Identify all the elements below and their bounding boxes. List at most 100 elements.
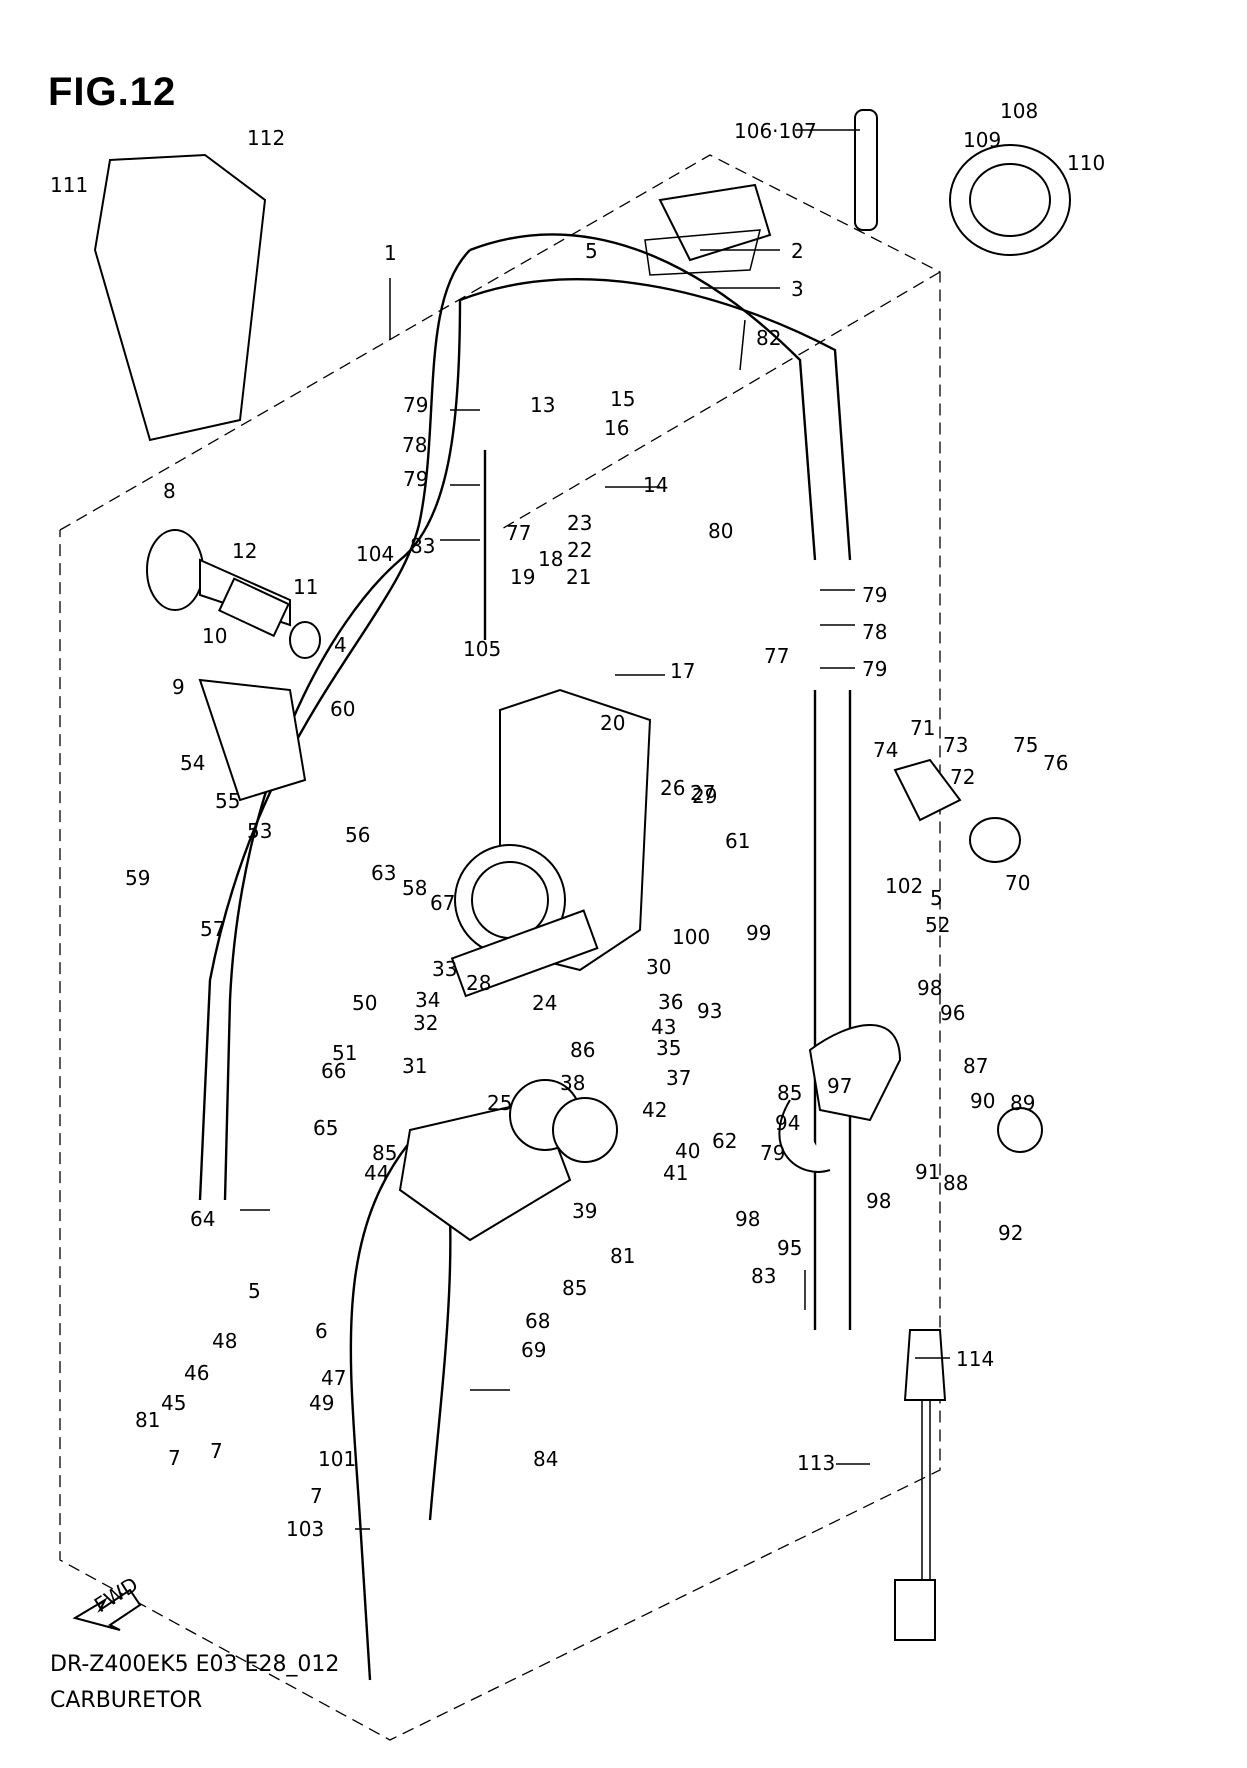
callout-49: 49 xyxy=(309,1391,334,1415)
callout-25: 25 xyxy=(487,1091,512,1115)
callout-35: 35 xyxy=(656,1036,681,1060)
callout-17: 17 xyxy=(670,659,695,683)
callout-55: 55 xyxy=(215,789,240,813)
callout-97: 97 xyxy=(827,1074,852,1098)
callout-47: 47 xyxy=(321,1366,346,1390)
callout-81a: 81 xyxy=(610,1244,635,1268)
callout-58: 58 xyxy=(402,876,427,900)
callout-12: 12 xyxy=(232,539,257,563)
callout-85c: 85 xyxy=(562,1276,587,1300)
callout-89: 89 xyxy=(1010,1091,1035,1115)
callout-34: 34 xyxy=(415,988,440,1012)
callout-79a: 79 xyxy=(403,393,428,417)
callout-59: 59 xyxy=(125,866,150,890)
callout-112: 112 xyxy=(247,126,285,150)
callout-79e: 79 xyxy=(760,1141,785,1165)
callout-105: 105 xyxy=(463,637,501,661)
callout-27: 27 xyxy=(690,781,715,805)
callout-56: 56 xyxy=(345,823,370,847)
callout-13: 13 xyxy=(530,393,555,417)
carburetor-body xyxy=(450,688,652,998)
callout-8: 8 xyxy=(163,479,176,503)
callout-7c: 7 xyxy=(310,1484,323,1508)
callout-16: 16 xyxy=(604,416,629,440)
callout-77a: 77 xyxy=(506,521,531,545)
callout-102: 102 xyxy=(885,874,923,898)
callout-79b: 79 xyxy=(403,467,428,491)
callout-61: 61 xyxy=(725,829,750,853)
callout-63: 63 xyxy=(371,861,396,885)
callout-5a: 5 xyxy=(585,239,598,263)
callout-66: 66 xyxy=(321,1059,346,1083)
callout-72: 72 xyxy=(950,765,975,789)
callout-114: 114 xyxy=(956,1347,994,1371)
callout-48: 48 xyxy=(212,1329,237,1353)
callout-19: 19 xyxy=(510,565,535,589)
part-callouts: 1 2 3 4 5 5 5 6 7 7 7 8 9 10 11 12 13 14… xyxy=(50,99,1105,1541)
callout-43: 43 xyxy=(651,1015,676,1039)
fwd-arrow-icon: FWD xyxy=(72,1572,142,1631)
callout-99: 99 xyxy=(746,921,771,945)
callout-7a: 7 xyxy=(168,1446,181,1470)
model-code: DR-Z400EK5 E03 E28_012 xyxy=(50,1652,340,1677)
callout-24: 24 xyxy=(532,991,557,1015)
callout-68: 68 xyxy=(525,1309,550,1333)
callout-81b: 81 xyxy=(135,1408,160,1432)
callout-70: 70 xyxy=(1005,871,1030,895)
callout-84: 84 xyxy=(533,1447,558,1471)
callout-54: 54 xyxy=(180,751,205,775)
callout-110: 110 xyxy=(1067,151,1105,175)
callout-75: 75 xyxy=(1013,733,1038,757)
callout-20: 20 xyxy=(600,711,625,735)
callout-91: 91 xyxy=(915,1160,940,1184)
leader-lines xyxy=(240,129,950,1530)
callout-98a: 98 xyxy=(917,976,942,1000)
callout-77b: 77 xyxy=(764,644,789,668)
callout-31: 31 xyxy=(402,1054,427,1078)
callout-46: 46 xyxy=(184,1361,209,1385)
callout-22: 22 xyxy=(567,538,592,562)
callout-57: 57 xyxy=(200,917,225,941)
hot-start-assembly xyxy=(854,109,1071,256)
callout-50: 50 xyxy=(352,991,377,1015)
callout-85b: 85 xyxy=(777,1081,802,1105)
callout-9: 9 xyxy=(172,675,185,699)
callout-67: 67 xyxy=(430,891,455,915)
callout-39: 39 xyxy=(572,1199,597,1223)
callout-62: 62 xyxy=(712,1129,737,1153)
accelerator-pump-assembly xyxy=(398,1079,618,1242)
callout-4: 4 xyxy=(334,633,347,657)
callout-45: 45 xyxy=(161,1391,186,1415)
callout-98c: 98 xyxy=(866,1189,891,1213)
callout-101: 101 xyxy=(318,1447,356,1471)
callout-11: 11 xyxy=(293,575,318,599)
callout-28: 28 xyxy=(466,971,491,995)
sensor-114 xyxy=(894,1329,947,1641)
callout-103: 103 xyxy=(286,1517,324,1541)
callout-83a: 83 xyxy=(410,534,435,558)
callout-36: 36 xyxy=(658,990,683,1014)
callout-76: 76 xyxy=(1043,751,1068,775)
callout-42: 42 xyxy=(642,1098,667,1122)
callout-96: 96 xyxy=(940,1001,965,1025)
callout-69: 69 xyxy=(521,1338,546,1362)
figure-title: FIG.12 xyxy=(48,70,177,114)
callout-71: 71 xyxy=(910,716,935,740)
callout-88: 88 xyxy=(943,1171,968,1195)
callout-51: 51 xyxy=(332,1041,357,1065)
callout-21: 21 xyxy=(566,565,591,589)
callout-79d: 79 xyxy=(862,657,887,681)
callout-80: 80 xyxy=(708,519,733,543)
callout-32: 32 xyxy=(413,1011,438,1035)
callout-85a: 85 xyxy=(372,1141,397,1165)
diagram-title: CARBURETOR xyxy=(50,1688,203,1713)
callout-86: 86 xyxy=(570,1038,595,1062)
callout-7b: 7 xyxy=(210,1439,223,1463)
callout-108: 108 xyxy=(1000,99,1038,123)
callout-113: 113 xyxy=(797,1451,835,1475)
callout-3: 3 xyxy=(791,277,804,301)
callout-78a: 78 xyxy=(402,433,427,457)
callout-53: 53 xyxy=(247,819,272,843)
assembly-outline xyxy=(59,154,941,1741)
